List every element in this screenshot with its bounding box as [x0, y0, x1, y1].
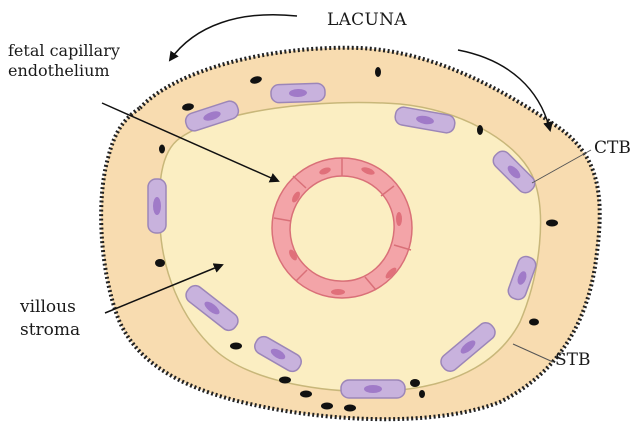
syncytial-nucleus [155, 259, 165, 267]
syncytial-nucleus [375, 67, 381, 77]
fetal-capillary-endothelium-label: fetal capillary endothelium [8, 41, 120, 81]
syncytial-nucleus [300, 391, 312, 398]
villous-stroma-label: villous stroma [20, 296, 80, 342]
syncytial-nucleus [159, 145, 165, 154]
fetal-capillary-label-line2: endothelium [8, 61, 120, 81]
capillary-lumen [290, 176, 394, 281]
syncytial-nucleus [477, 125, 483, 135]
villous-stroma-label-line2: stroma [20, 319, 80, 342]
lacuna-label: LACUNA [327, 10, 407, 31]
fetal-capillary [272, 158, 412, 298]
endothelial-nucleus [396, 212, 402, 226]
endothelial-nucleus [331, 289, 345, 295]
syncytial-nucleus [344, 405, 356, 412]
syncytial-nucleus [230, 343, 242, 350]
syncytial-nucleus [529, 319, 539, 326]
stb-label: STB [555, 350, 590, 371]
syncytial-nucleus [410, 379, 420, 387]
cytotrophoblast-cell [148, 179, 166, 233]
syncytial-nucleus [419, 390, 425, 398]
syncytial-nucleus [321, 403, 333, 410]
syncytial-nucleus [279, 377, 291, 384]
cytotrophoblast-cell [341, 380, 405, 398]
ctb-label: CTB [594, 138, 631, 159]
fetal-capillary-label-line1: fetal capillary [8, 41, 120, 61]
cytotrophoblast-cell [271, 83, 326, 103]
villous-stroma-label-line1: villous [20, 296, 80, 319]
syncytial-nucleus [546, 220, 558, 227]
